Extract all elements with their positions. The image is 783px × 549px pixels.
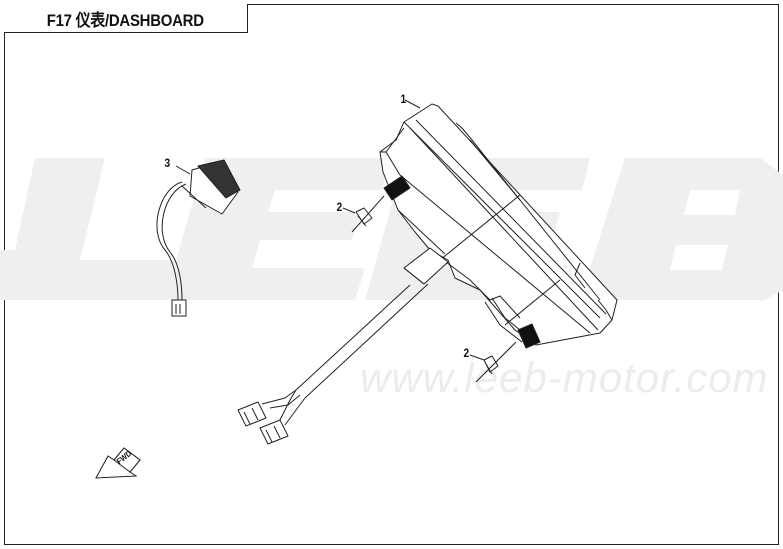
callout-part-1: 1 [400,92,407,106]
indicator-connector [156,159,241,317]
dashboard-cluster [379,103,618,346]
fwd-arrow-icon [95,447,141,479]
nut-lower [469,341,517,383]
mounting-studs [383,175,541,349]
nut-upper [342,195,385,233]
wiring-harness [237,247,449,445]
callout-part-2-upper: 2 [336,200,343,214]
callout-part-2-lower: 2 [463,346,470,360]
title-box: F17 仪表/DASHBOARD [4,4,248,33]
watermark-url: www.leeb-motor.com [360,354,769,401]
callout-part-3: 3 [164,156,171,170]
page-title: F17 仪表/DASHBOARD [46,10,205,30]
